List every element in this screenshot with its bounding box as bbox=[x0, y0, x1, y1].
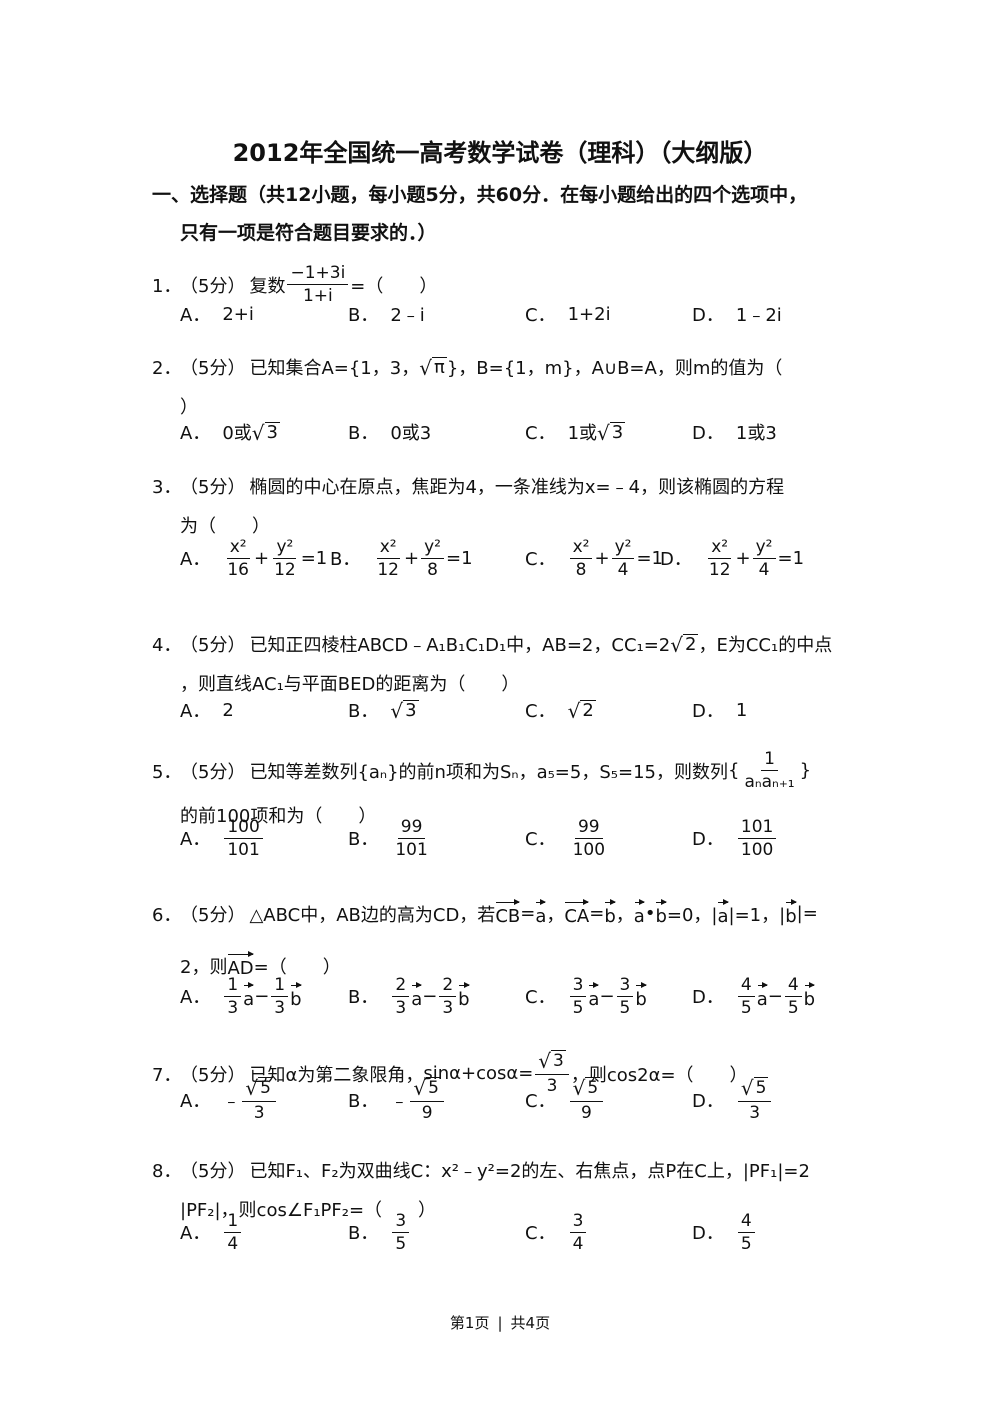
option-c: C．√2 bbox=[525, 698, 596, 723]
section-heading-line1: 一、选择题（共12小题，每小题5分，共60分．在每小题给出的四个选项中， bbox=[152, 184, 808, 206]
question-3: 3． （5分） 椭圆的中心在原点，焦距为4，一条准线为x=﹣4，则该椭圆的方程 bbox=[152, 477, 785, 498]
question-8-continued: |PF₂|，则cos∠F₁PF₂=（ ） bbox=[180, 1200, 437, 1221]
question-4: 4． （5分） 已知正四棱柱ABCD﹣A₁B₁C₁D₁中，AB=2，CC₁=2 … bbox=[152, 632, 833, 657]
option-b: B．2﹣i bbox=[348, 305, 425, 326]
sqrt-expr: √π bbox=[419, 355, 447, 380]
question-5-continued: 的前100项和为（ ） bbox=[180, 806, 377, 827]
section-heading-line2: 只有一项是符合题目要求的．） bbox=[180, 222, 437, 244]
section-heading: 一、选择题（共12小题，每小题5分，共60分．在每小题给出的四个选项中， 只有一… bbox=[152, 176, 852, 252]
option-b: B．√3 bbox=[348, 698, 419, 723]
question-6: 6． （5分） △ABC中，AB边的高为CD，若 CB=a， CA=b， a•b… bbox=[152, 899, 818, 927]
option-a: A．2 bbox=[180, 699, 234, 723]
question-3-continued: 为（ ） bbox=[180, 516, 270, 537]
option-d: D．1 bbox=[692, 699, 748, 723]
page-number: 第1页 bbox=[449, 1314, 490, 1332]
question-5: 5． （5分） 已知等差数列{aₙ}的前n项和为Sₙ，a₅=5，S₅=15，则数… bbox=[152, 749, 812, 792]
page-total: 共4页 bbox=[510, 1314, 551, 1332]
option-b: B．0或3 bbox=[348, 423, 432, 444]
question-8: 8． （5分） 已知F₁、F₂为双曲线C：x²﹣y²=2的左、右焦点，点P在C上… bbox=[152, 1161, 810, 1182]
option-c: C．1或√3 bbox=[525, 420, 626, 445]
page-title: 2012年全国统一高考数学试卷（理科）（大纲版） bbox=[232, 139, 768, 167]
question-4-continued: ，则直线AC₁与平面BED的距离为（ ） bbox=[180, 674, 520, 695]
option-c: C．1+2i bbox=[525, 303, 611, 327]
option-a: A．2+i bbox=[180, 303, 254, 327]
option-a: A．0或√3 bbox=[180, 420, 280, 445]
question-2: 2． （5分） 已知集合A={1，3， √π }，B={1，m}，A∪B=A，则… bbox=[152, 355, 783, 380]
question-2-continued: ） bbox=[180, 397, 198, 418]
page-footer: 第1页|共4页 bbox=[449, 1314, 551, 1332]
option-d: D．1或3 bbox=[692, 423, 777, 444]
option-d: D．1﹣2i bbox=[692, 305, 782, 326]
